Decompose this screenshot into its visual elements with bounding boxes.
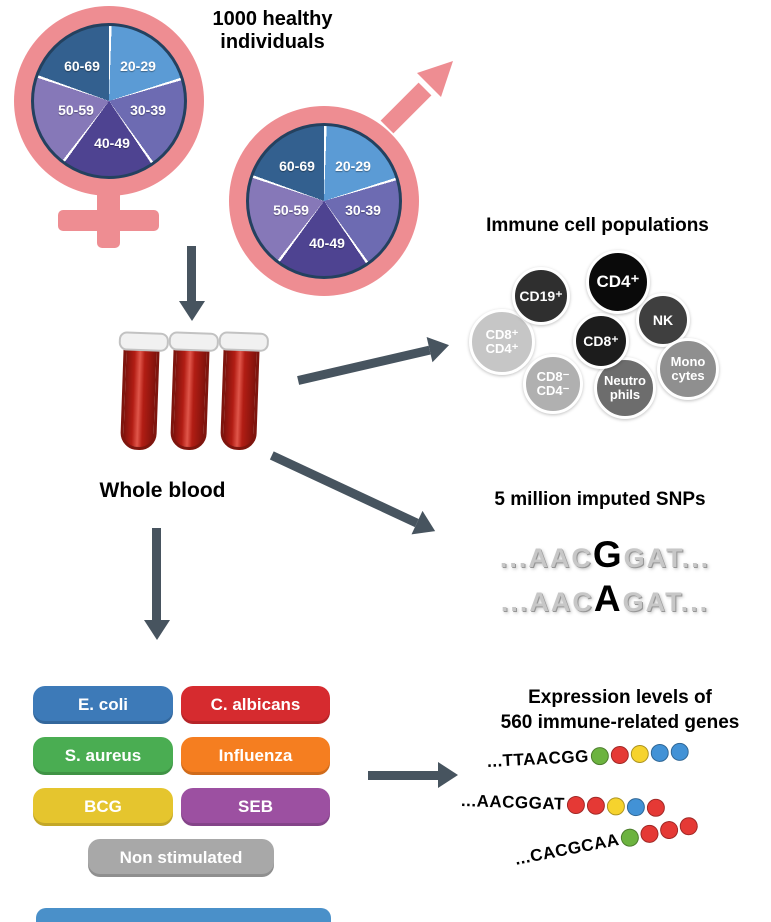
- cell-circle-monocytes: Mono cytes: [657, 338, 719, 400]
- cohort-title: 1000 healthy individuals: [212, 8, 333, 53]
- expression-title: Expression levels of 560 immune-related …: [500, 687, 740, 733]
- arrow-blood-to-stimuli-icon: [144, 528, 170, 640]
- expression-dot: [650, 743, 670, 763]
- expression-dot: [619, 827, 641, 849]
- snp-sequence: ...AACAGAT...: [445, 578, 765, 620]
- blood-tube-icon: [170, 337, 210, 451]
- stimulus-pill-seb: SEB: [181, 788, 330, 826]
- age-pie: 20-29 30-39 40-49 50-59 60-69: [246, 123, 402, 279]
- snp-sequence-prefix: ...AAC: [499, 543, 593, 573]
- stimulus-pill-calbicans: C. albicans: [181, 686, 330, 724]
- age-segment-label: 20-29: [335, 158, 371, 174]
- expression-dot: [626, 797, 646, 817]
- blood-tube-icon: [120, 337, 160, 451]
- snp-sequence-prefix: ...AAC: [500, 587, 594, 617]
- expression-dot: [586, 796, 606, 816]
- stimulus-pill-saureus: S. aureus: [33, 737, 173, 775]
- cell-circle-cd8: CD8⁺: [573, 313, 629, 369]
- expression-dot: [610, 745, 630, 765]
- stimulus-pill-influenza: Influenza: [181, 737, 330, 775]
- expression-dot: [630, 744, 650, 764]
- age-segment-label: 40-49: [309, 235, 345, 251]
- expression-dot: [590, 746, 610, 766]
- expression-dot: [658, 819, 680, 841]
- arrow-blood-to-snps-icon: [267, 443, 441, 543]
- age-segment-label: 50-59: [273, 202, 309, 218]
- age-pie: 20-29 30-39 40-49 50-59 60-69: [31, 23, 187, 179]
- age-segment-label: 20-29: [120, 58, 156, 74]
- snp-variant-allele: G: [592, 534, 624, 575]
- expression-sequence: ...TTAACGG: [486, 746, 590, 771]
- whole-blood-label: Whole blood: [99, 479, 226, 502]
- expression-sequence: ...CACGCAA: [513, 829, 621, 869]
- age-segment-label: 60-69: [279, 158, 315, 174]
- blood-tube-icon: [220, 337, 260, 451]
- male-arrow-icon: [380, 61, 453, 134]
- snp-sequence-suffix: GAT...: [623, 543, 711, 573]
- cell-circle-cd19: CD19⁺: [512, 267, 570, 325]
- stimulus-pill-nonstimulated: Non stimulated: [88, 839, 274, 877]
- expression-dot: [678, 815, 700, 837]
- age-segment-label: 50-59: [58, 102, 94, 118]
- expression-row: ...CACGCAA: [513, 815, 700, 870]
- expression-dot: [566, 795, 586, 815]
- age-segment-label: 30-39: [345, 202, 381, 218]
- snp-sequence: ...AACGGAT...: [445, 534, 765, 576]
- stimulus-pill-partial: [36, 908, 331, 922]
- expression-dot: [606, 797, 626, 816]
- arrow-stimuli-to-expression-icon: [368, 762, 458, 788]
- snps-title: 5 million imputed SNPs: [494, 489, 706, 510]
- age-segment-label: 30-39: [130, 102, 166, 118]
- arrow-blood-to-cells-icon: [295, 332, 452, 392]
- expression-dot: [646, 798, 666, 818]
- expression-dot: [638, 823, 661, 845]
- expression-row: ...TTAACGG: [486, 741, 690, 772]
- arrow-cohort-to-blood-icon: [179, 246, 205, 321]
- immune-populations-title: Immune cell populations: [486, 215, 709, 236]
- expression-sequence: ...AACGGAT: [460, 791, 566, 814]
- snp-variant-allele: A: [593, 578, 623, 619]
- female-cross-horizontal: [58, 210, 159, 231]
- age-segment-label: 60-69: [64, 58, 100, 74]
- female-symbol-icon: 20-29 30-39 40-49 50-59 60-69: [14, 6, 204, 196]
- expression-row: ...AACGGAT: [460, 791, 666, 818]
- expression-dot: [670, 742, 690, 762]
- stimulus-pill-ecoli: E. coli: [33, 686, 173, 724]
- stimulus-pill-bcg: BCG: [33, 788, 173, 826]
- snp-sequence-suffix: GAT...: [622, 587, 710, 617]
- male-symbol-icon: 20-29 30-39 40-49 50-59 60-69: [229, 106, 419, 296]
- age-segment-label: 40-49: [94, 135, 130, 151]
- cell-circle-cd8neg-cd4neg: CD8⁻ CD4⁻: [523, 354, 583, 414]
- cell-circle-cd4: CD4⁺: [586, 250, 650, 314]
